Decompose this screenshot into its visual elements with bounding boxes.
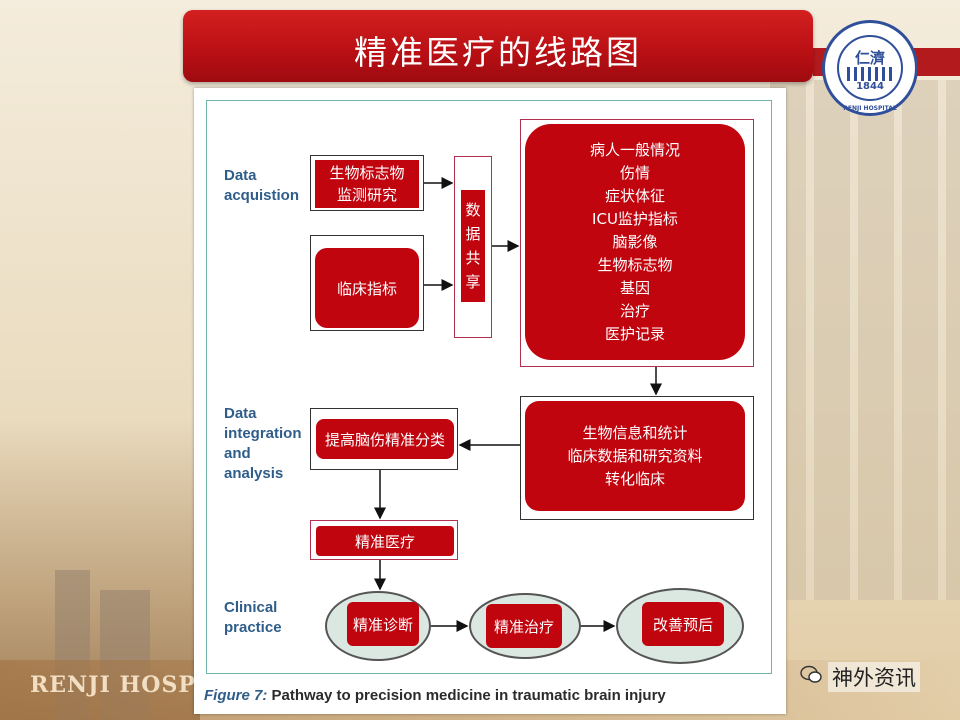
caption-text: Pathway to precision medicine in traumat… <box>267 687 666 704</box>
node-precision-medicine: 精准医疗 <box>316 526 454 556</box>
patient-info-item: 伤情 <box>619 163 650 182</box>
node-biomarker: 生物标志物 监测研究 <box>315 160 419 208</box>
title-bar: 精准医疗的线路图 <box>183 10 813 82</box>
patient-info-item: ICU监护指标 <box>592 209 678 228</box>
logo-arches-icon <box>847 67 893 81</box>
slide-title: 精准医疗的线路图 <box>354 33 642 72</box>
node-precision-treatment: 精准治疗 <box>486 604 562 648</box>
data-sharing-outline <box>454 156 492 338</box>
patient-info-item: 生物标志物 <box>597 255 673 274</box>
bioinformatics-item: 生物信息和统计 <box>582 423 688 442</box>
patient-info-item: 病人一般情况 <box>589 140 680 159</box>
patient-info-item: 医护记录 <box>604 324 665 343</box>
clinical-indicators-outline <box>310 235 424 331</box>
node-patient-info: 病人一般情况伤情症状体征 ICU监护指标脑影像生物标志物基因治疗医护记录 <box>525 124 745 360</box>
precision-medicine-outline <box>310 520 458 560</box>
patient-info-outline <box>520 119 754 367</box>
figure-frame <box>206 100 772 674</box>
node-bioinformatics: 生物信息和统计临床数据和研究资料转化临床 <box>525 401 745 511</box>
watermark-text: 神外资讯 <box>828 662 920 692</box>
section-label-data-integration: Data integration and analysis <box>224 405 302 482</box>
bioinformatics-item: 转化临床 <box>604 469 665 488</box>
flow-arrows <box>374 177 662 632</box>
renji-hospital-logo: 仁濟 1844 RENJI HOSPITAL <box>822 20 918 116</box>
node-improve-prognosis: 改善预后 <box>642 602 724 646</box>
node-data-sharing: 数 据 共 享 <box>461 190 485 302</box>
patient-info-item: 治疗 <box>619 301 650 320</box>
patient-info-item: 脑影像 <box>612 232 658 251</box>
logo-ring-text: RENJI HOSPITAL <box>843 105 897 112</box>
wechat-icon <box>800 665 822 683</box>
logo-year: 1844 <box>856 81 884 92</box>
biomarker-outline <box>310 155 424 211</box>
bioinformatics-outline <box>520 396 754 520</box>
bioinformatics-item: 临床数据和研究资料 <box>567 446 703 465</box>
pathway-figure: Data acquistion Data integration and ana… <box>194 88 786 714</box>
patient-info-item: 症状体征 <box>604 186 665 205</box>
node-clinical-indicators: 临床指标 <box>315 248 419 328</box>
classification-outline <box>310 408 458 470</box>
node-precise-classification: 提高脑伤精准分类 <box>316 419 454 459</box>
background-books <box>770 80 960 600</box>
section-label-clinical-practice: Clinical practice <box>224 599 282 636</box>
caption-label: Figure 7: <box>204 687 268 704</box>
patient-info-item: 基因 <box>619 278 650 297</box>
node-precision-diagnosis: 精准诊断 <box>347 602 419 646</box>
figure-caption: Figure 7: Pathway to precision medicine … <box>204 687 666 704</box>
logo-characters: 仁濟 <box>854 49 885 67</box>
section-label-data-acquisition: Data acquistion <box>224 167 300 204</box>
logo-inner-ring: 仁濟 1844 <box>837 35 903 101</box>
